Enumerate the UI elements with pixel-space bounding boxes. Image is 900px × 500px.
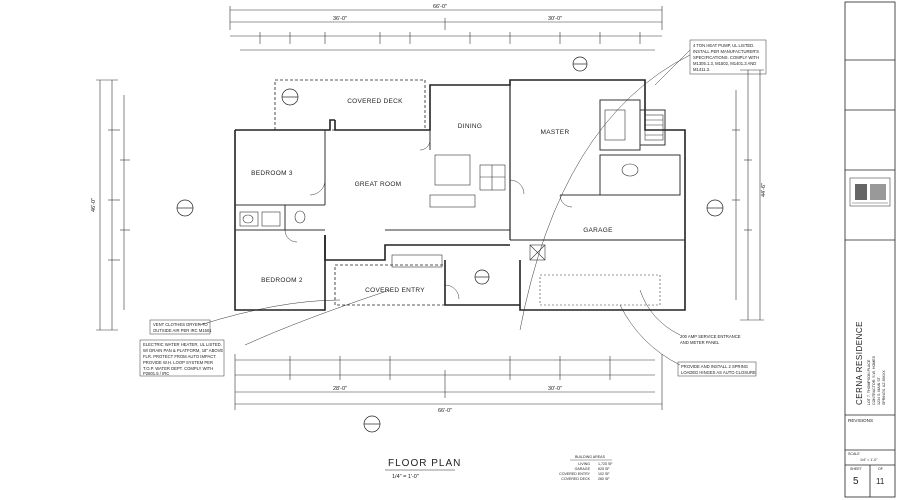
svg-text:102 SF: 102 SF (598, 472, 610, 476)
company-logo (852, 184, 888, 204)
project-address-3: 1234 S. MAIN ST. (877, 376, 881, 405)
room-bedroom-2: BEDROOM 2 (261, 277, 303, 284)
svg-text:625 SF: 625 SF (598, 467, 610, 471)
svg-text:200 AMP SERVICE ENTRANCE: 200 AMP SERVICE ENTRANCE (680, 334, 741, 339)
project-address-4: SPRINGS, AZ 85XXX (882, 370, 886, 405)
svg-text:PROVIDE W.H. LOOP SYSTEM PER: PROVIDE W.H. LOOP SYSTEM PER (143, 360, 213, 365)
svg-text:ELECTRIC WATER HEATER, UL LIST: ELECTRIC WATER HEATER, UL LISTED. (143, 342, 222, 347)
interior-walls (235, 99, 681, 231)
svg-text:FLR. PROTECT FROM AUTO IMPACT.: FLR. PROTECT FROM AUTO IMPACT. (143, 354, 217, 359)
project-address-2: CONTRACTOR: S.W. HOMES (872, 355, 876, 405)
svg-text:BUILDING AREAS: BUILDING AREAS (575, 455, 606, 459)
svg-text:W/ DRAIN PAN & PLATFORM, 18" A: W/ DRAIN PAN & PLATFORM, 18" ABOVE (143, 348, 223, 353)
svg-text:T.O.P. WATER DEPT. COMPLY WITH: T.O.P. WATER DEPT. COMPLY WITH (143, 366, 213, 371)
project-address-1: LOT 7, THOMPSON PLACE (867, 359, 871, 405)
room-covered-deck: COVERED DECK (347, 98, 403, 105)
bottom-left-dim: 28'-0" (333, 386, 347, 392)
exterior-walls (234, 79, 686, 311)
note-service-entrance: 200 AMP SERVICE ENTRANCE AND METER PANEL (680, 334, 741, 345)
svg-text:M1305.1.3, M1502, M1401.3 AND: M1305.1.3, M1502, M1401.3 AND (693, 61, 756, 66)
svg-text:INSTALL PER MANUFACTURER'S: INSTALL PER MANUFACTURER'S (693, 49, 759, 54)
overall-top-dim: 66'-0" (433, 4, 447, 10)
svg-text:SPECIFICATIONS. COMPLY WITH: SPECIFICATIONS. COMPLY WITH (693, 55, 759, 60)
note-heat-pump: 4 TON HEAT PUMP, UL LISTED. INSTALL PER … (689, 39, 767, 75)
title-block (844, 1, 896, 498)
right-overall-dim: 44'-6" (761, 183, 767, 197)
project-name: CERNA RESIDENCE (855, 321, 864, 405)
fixtures (239, 109, 664, 306)
scale-value: 1/4" = 1'-0" (860, 458, 878, 462)
building-areas: BUILDING AREAS LIVING 1,725 SF GARAGE 62… (559, 455, 613, 481)
svg-text:260 SF: 260 SF (598, 477, 610, 481)
room-master: MASTER (541, 129, 570, 136)
top-dimensions (229, 6, 663, 51)
right-dimensions (732, 69, 764, 321)
sheet-number: 5 (853, 476, 859, 487)
room-dining: DINING (458, 123, 483, 130)
note-water-heater: ELECTRIC WATER HEATER, UL LISTED. W/ DRA… (139, 339, 225, 377)
svg-text:1,725 SF: 1,725 SF (598, 462, 613, 466)
left-dimensions (96, 79, 130, 331)
top-left-dim: 36'-0" (333, 16, 347, 22)
left-overall-dim: 46'-0" (91, 198, 97, 212)
room-great-room: GREAT ROOM (355, 181, 402, 188)
revisions-label: REVISIONS (848, 418, 873, 423)
top-right-dim: 30'-0" (548, 16, 562, 22)
bottom-dimensions (234, 354, 663, 410)
svg-text:OUTSIDE AIR PER IRC M1501: OUTSIDE AIR PER IRC M1501 (153, 328, 212, 333)
svg-text:PROVIDE AND INSTALL 2 SPRING: PROVIDE AND INSTALL 2 SPRING (681, 364, 748, 369)
scale-label: SCALE (848, 452, 860, 456)
note-leaders (199, 49, 691, 366)
svg-text:P2801.5 / IRC: P2801.5 / IRC (143, 371, 169, 376)
room-bedroom-3: BEDROOM 3 (251, 170, 293, 177)
room-covered-entry: COVERED ENTRY (365, 287, 425, 294)
bottom-right-dim: 30'-0" (548, 386, 562, 392)
drawing-title: FLOOR PLAN (388, 458, 461, 469)
overall-bottom-dim: 66'-0" (438, 408, 452, 414)
of-label: OF (878, 467, 884, 471)
svg-text:4 TON HEAT PUMP, UL LISTED.: 4 TON HEAT PUMP, UL LISTED. (693, 43, 754, 48)
svg-text:AND METER PANEL: AND METER PANEL (680, 340, 720, 345)
sheet-total: 11 (876, 477, 885, 486)
svg-text:COVERED ENTRY: COVERED ENTRY (559, 472, 590, 476)
room-garage: GARAGE (583, 227, 613, 234)
drawing-scale: 1/4" = 1'-0" (392, 474, 419, 480)
svg-text:GARAGE: GARAGE (575, 467, 591, 471)
svg-text:LOADED HINGES AS AUTO CLOSURE: LOADED HINGES AS AUTO CLOSURE (681, 370, 756, 375)
svg-text:COVERED DECK: COVERED DECK (561, 477, 590, 481)
svg-text:VENT CLOTHES DRYER TO: VENT CLOTHES DRYER TO (153, 322, 208, 327)
section-markers (176, 56, 724, 433)
note-dryer: VENT CLOTHES DRYER TO OUTSIDE AIR PER IR… (149, 319, 212, 335)
door-swings (284, 139, 573, 300)
note-garage-door: PROVIDE AND INSTALL 2 SPRING LOADED HING… (677, 361, 757, 377)
svg-text:M1411.3.: M1411.3. (693, 67, 710, 72)
sheet-label: SHEET (850, 467, 863, 471)
svg-text:LIVING: LIVING (578, 462, 590, 466)
